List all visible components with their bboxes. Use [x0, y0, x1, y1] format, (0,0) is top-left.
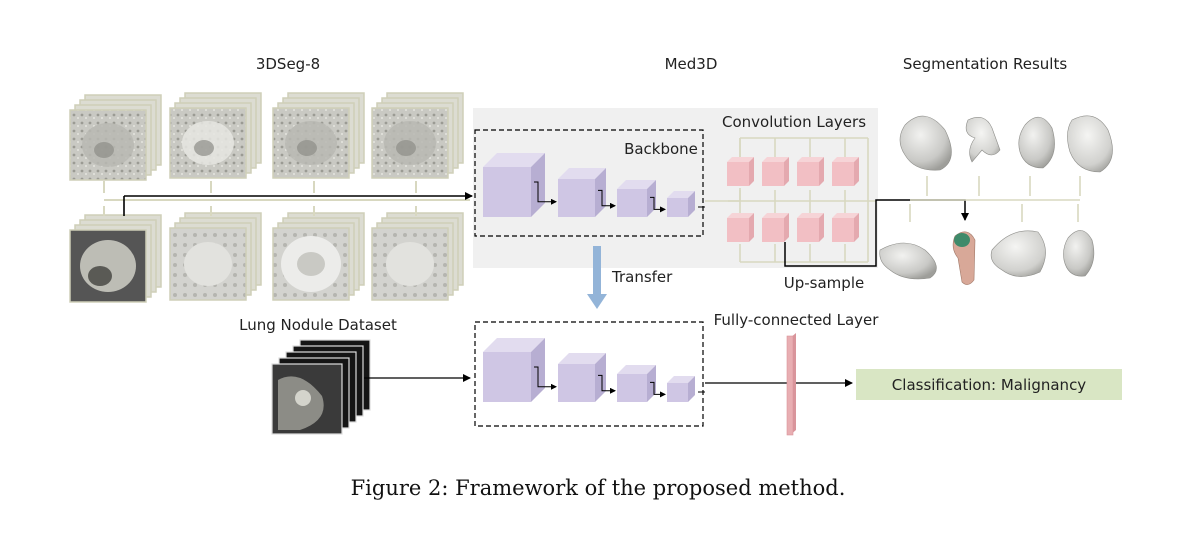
results-connector-lines	[909, 176, 1081, 222]
top-stack-2	[169, 92, 262, 179]
result-organ-4	[1067, 115, 1113, 173]
result-organ-2	[965, 117, 1001, 163]
backbone-label: Backbone	[624, 140, 698, 158]
lung-nodule-dataset-label: Lung Nodule Dataset	[239, 316, 397, 334]
backbone-box	[474, 129, 704, 237]
dataset-connector-lines	[103, 181, 470, 216]
backbone-link-3	[650, 196, 666, 213]
transfer-label: Transfer	[611, 268, 673, 286]
conv-cube-r2-4	[832, 213, 859, 242]
bottom-stack-3	[272, 212, 365, 301]
backbone-link-1	[534, 366, 557, 390]
result-organ-5	[879, 242, 937, 280]
backbone-link-1	[534, 181, 557, 205]
top-stack-1	[69, 94, 162, 181]
backbone-cube-1	[483, 338, 545, 402]
convolution-layers-label: Convolution Layers	[722, 113, 866, 131]
result-organ-3	[1018, 116, 1055, 169]
dataset-3dseg8-label: 3DSeg-8	[256, 55, 320, 73]
backbone-link-2	[598, 374, 616, 394]
result-organ-7	[990, 230, 1046, 277]
conv-cube-r1-3	[797, 157, 824, 186]
convolution-layer-cubes	[705, 137, 969, 267]
classification-label: Classification: Malignancy	[892, 376, 1087, 394]
conv-cube-r1-4	[832, 157, 859, 186]
backbone-cube-2	[558, 353, 606, 402]
backbone-cube-3	[617, 180, 656, 217]
upsample-path	[784, 199, 969, 267]
backbone-cubes	[483, 153, 705, 217]
figure-caption: Figure 2: Framework of the proposed meth…	[351, 476, 846, 500]
transferred-backbone-box	[474, 321, 704, 427]
bottom-stack-2	[169, 212, 262, 301]
backbone-cube-1	[483, 153, 545, 217]
backbone-cube-3	[617, 365, 656, 402]
top-stack-3	[272, 92, 365, 179]
bottom-stack-4	[371, 212, 464, 301]
conv-cube-r2-1	[727, 213, 754, 242]
fully-connected-layer-bar	[786, 333, 796, 436]
transferred-backbone-cubes	[483, 338, 705, 402]
conv-cube-r1-2	[762, 157, 789, 186]
fully-connected-layer-label: Fully-connected Layer	[714, 311, 880, 329]
backbone-cube-4	[667, 376, 695, 402]
conv-cube-r1-1	[727, 157, 754, 186]
bottom-stack-1	[69, 214, 162, 303]
classification-box	[856, 369, 1122, 400]
upsample-label: Up-sample	[784, 274, 864, 292]
top-stack-4	[371, 92, 464, 179]
backbone-cube-4	[667, 191, 695, 217]
backbone-cube-2	[558, 168, 606, 217]
segmentation-results	[879, 115, 1113, 285]
segmentation-results-label: Segmentation Results	[903, 55, 1068, 73]
backbone-link-2	[598, 189, 616, 209]
result-organ-6-highlight	[954, 233, 970, 247]
conv-connector-lines	[705, 137, 876, 263]
conv-cube-r2-3	[797, 213, 824, 242]
lung-nodule-image-stack	[271, 339, 371, 435]
backbone-link-3	[650, 381, 666, 398]
3dseg8-image-stacks	[69, 92, 464, 303]
conv-cube-r2-2	[762, 213, 789, 242]
transfer-arrow	[587, 246, 607, 309]
result-organ-8	[1063, 230, 1095, 277]
med3d-label: Med3D	[665, 55, 718, 73]
result-organ-1	[899, 115, 952, 171]
